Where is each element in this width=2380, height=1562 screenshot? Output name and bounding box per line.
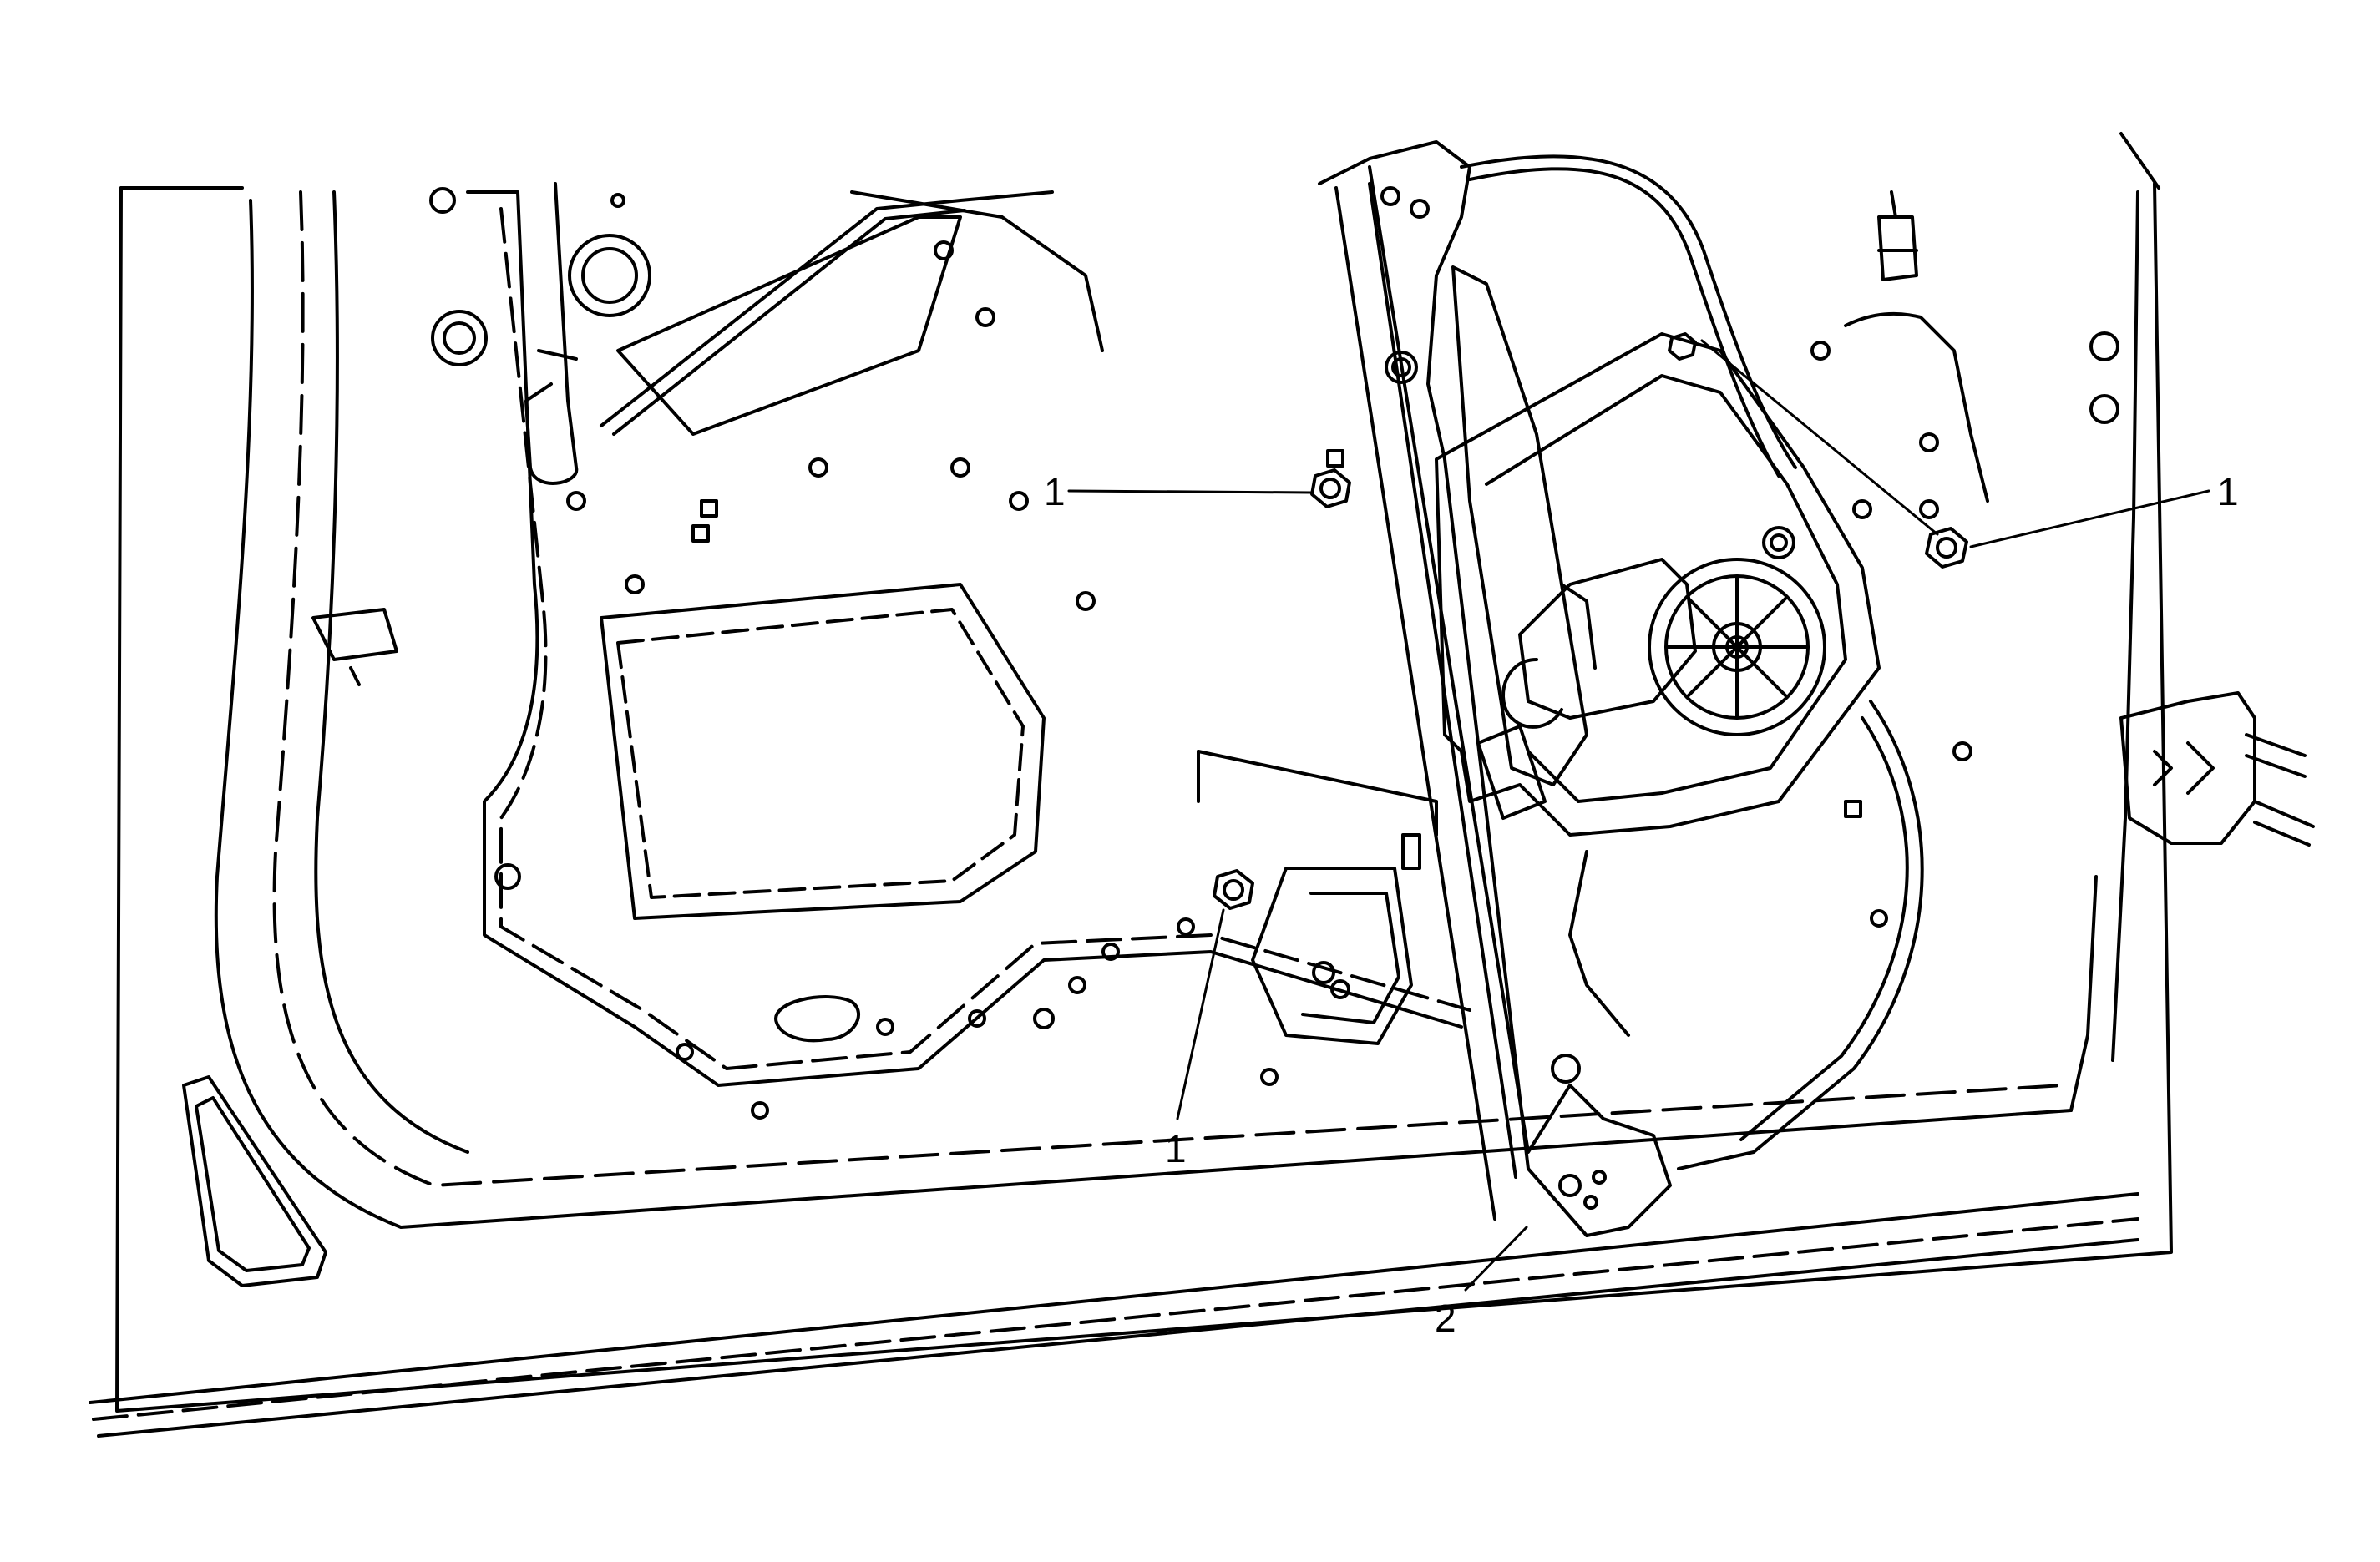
door-frame: [89, 132, 2173, 1438]
inner-panel: [466, 190, 1471, 1087]
callout-leaders: [1067, 339, 2210, 1292]
lower-bracket: [1197, 750, 1438, 1045]
right-side-details: [1810, 190, 2315, 928]
window-motor: [1435, 332, 1881, 837]
upper-left-details: [311, 182, 1054, 890]
fastener-nut-upper-right: [1925, 527, 1968, 569]
callout-1-upper-left: 1: [1044, 470, 1066, 513]
callout-2-regulator: 2: [1435, 1297, 1456, 1340]
fastener-nut-lower: [1213, 869, 1254, 910]
triangle-cutout: [182, 1075, 327, 1287]
callout-1-upper-right: 1: [2217, 470, 2239, 513]
fastener-nut-upper-left: [1310, 468, 1351, 508]
window-regulator: [1318, 140, 1924, 1237]
callout-1-lower: 1: [1165, 1127, 1187, 1170]
fastener-bolt-top: [1668, 332, 1697, 361]
panel-holes: [566, 240, 1862, 1120]
